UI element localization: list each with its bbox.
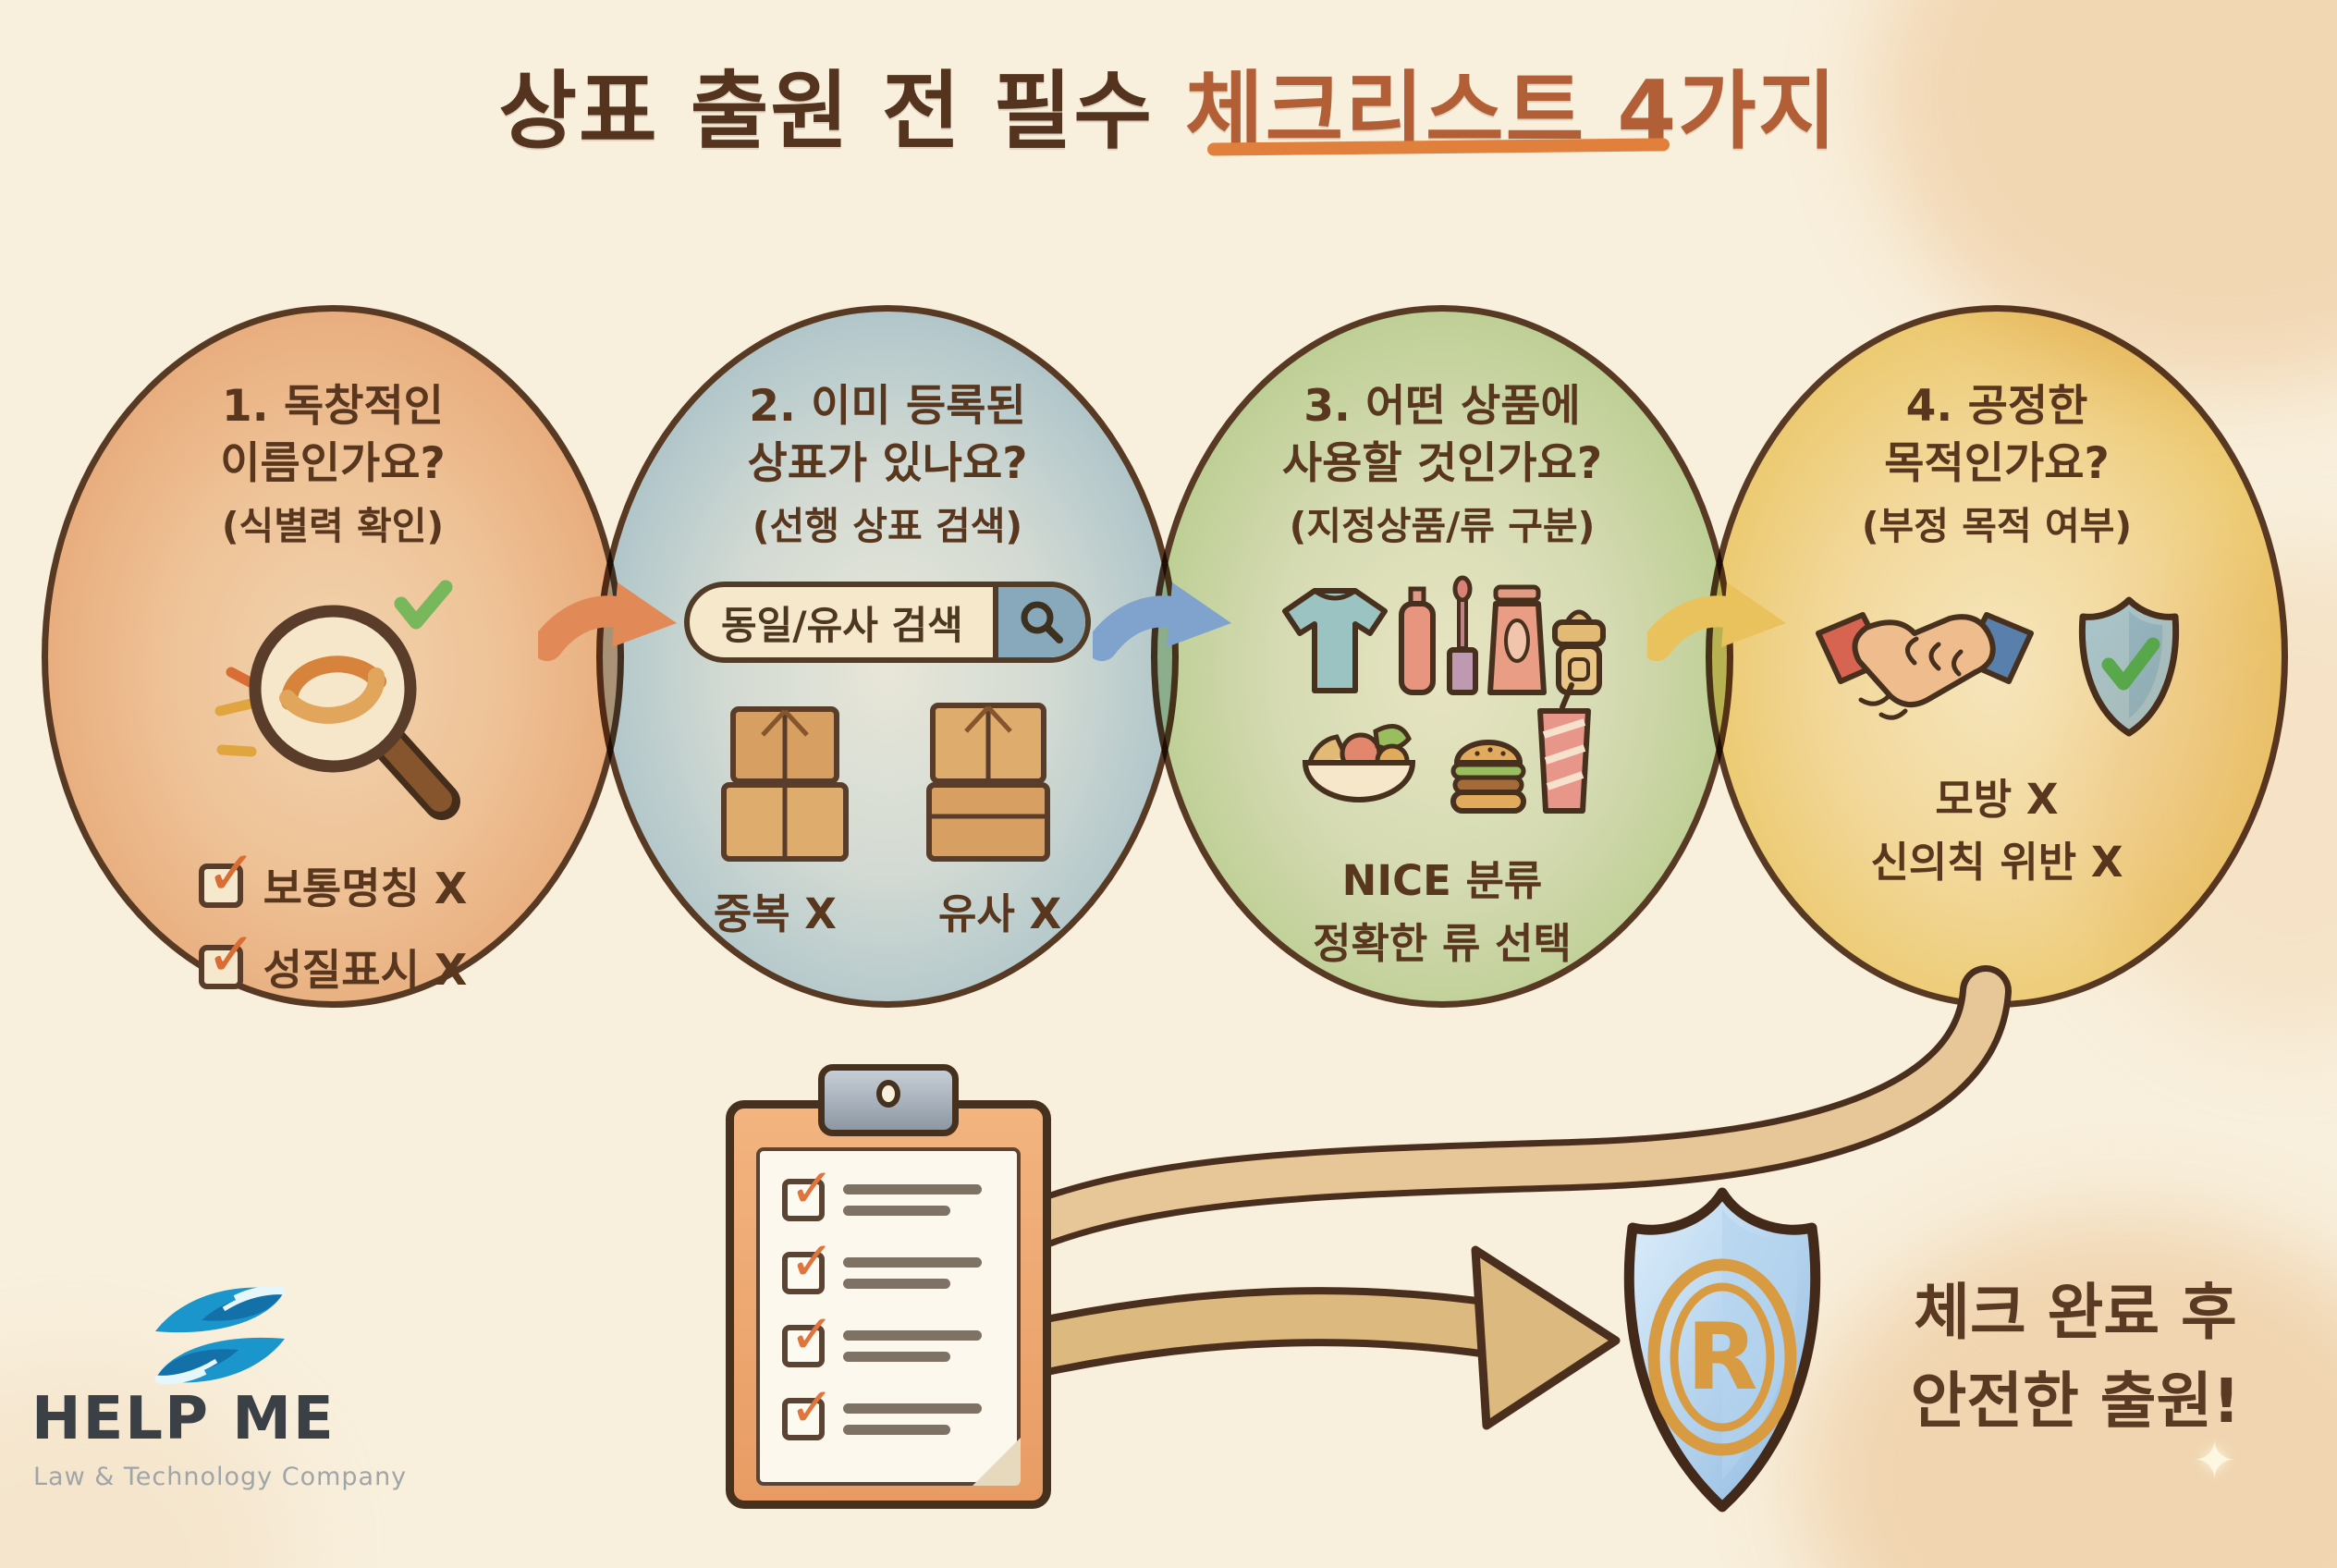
checkbox-icon: ✓ — [198, 919, 257, 990]
trademark-search-bar: 동일/유사 검색 — [684, 582, 1091, 664]
search-button — [993, 587, 1085, 658]
step-1-heading: 1. 독창적인 이름인가요? — [220, 378, 445, 493]
step-1-check-item: ✓ 보통명칭 X — [198, 838, 468, 916]
checkbox-icon: ✓ — [782, 1376, 835, 1440]
tshirt-icon — [1282, 588, 1388, 694]
step-4-subheading: (부정 목적 여부) — [1861, 504, 2133, 549]
check-icon: ✓ — [205, 919, 257, 991]
checkbox-icon: ✓ — [198, 838, 257, 909]
step-4-heading-line2: 목적인가요? — [1884, 438, 2110, 490]
step-1-item-label: 보통명칭 X — [263, 864, 468, 914]
step-3-heading: 3. 어떤 상품에 사용할 것인가요? — [1282, 378, 1602, 493]
checklist-clipboard: ✓ ✓ ✓ ✓ — [726, 1064, 1051, 1509]
step-1-check-item: ✓ 성질표시 X — [198, 919, 468, 998]
arrow-step1-to-step2-icon — [538, 582, 677, 661]
goods-illustration — [1282, 575, 1606, 815]
checkbox-icon: ✓ — [782, 1157, 835, 1221]
clipboard-row: ✓ — [782, 1157, 1017, 1221]
checkbox-icon: ✓ — [782, 1303, 835, 1367]
checkbox-icon: ✓ — [782, 1230, 835, 1294]
brand-name: HELP ME — [31, 1385, 336, 1453]
check-icon: ✓ — [789, 1376, 835, 1439]
drink-cup-icon — [1537, 682, 1591, 815]
step-1-item-label: 성질표시 X — [263, 945, 468, 996]
step-1-subheading: (식별력 확인) — [221, 504, 445, 549]
search-icon — [1021, 601, 1063, 644]
step-2-item-label: 유사 X — [938, 889, 1062, 939]
step-4-item-label: 모방 X — [1935, 775, 2059, 825]
magnifier-trademark-icon — [214, 580, 460, 821]
cosmetic-bottle-icon — [1399, 586, 1436, 696]
sparkle-icon: ✦ — [2193, 1431, 2236, 1491]
clipboard-paper: ✓ ✓ ✓ ✓ — [756, 1147, 1021, 1486]
step-2-heading: 2. 이미 등록된 상표가 있나요? — [747, 378, 1027, 493]
step-3-subheading: (지정상품/류 구분) — [1289, 504, 1596, 549]
step-2-ellipse: 2. 이미 등록된 상표가 있나요? (선행 상표 검색) 동일/유사 검색 — [596, 305, 1179, 1008]
cream-jar-icon — [1552, 609, 1606, 696]
step-1-ellipse: 1. 독창적인 이름인가요? (식별력 확인) ✓ 보통명칭 X — [42, 305, 624, 1008]
helpme-logo-icon — [154, 1286, 286, 1384]
step-1-checklist: ✓ 보통명칭 X ✓ 성질표시 X — [198, 838, 468, 998]
page-title: 상표 출원 전 필수 체크리스트 4가지 — [0, 43, 2337, 165]
step-2-heading-line1: 2. 이미 등록된 — [749, 381, 1026, 432]
arrow-step2-to-step3-icon — [1093, 582, 1231, 661]
check-icon: ✓ — [789, 1230, 835, 1292]
step-2-heading-line2: 상표가 있나요? — [747, 438, 1028, 490]
clipboard-clip — [818, 1064, 959, 1136]
fairness-illustration — [1809, 593, 2184, 741]
step-4-item-label: 신의칙 위반 X — [1870, 837, 2123, 887]
shield-check-icon — [2078, 596, 2180, 737]
step-4-heading: 4. 공정한 목적인가요? — [1884, 378, 2109, 493]
step-3-heading-line1: 3. 어떤 상품에 — [1303, 381, 1581, 432]
step-1-heading-line2: 이름인가요? — [220, 438, 446, 490]
cream-tube-icon — [1487, 584, 1547, 696]
burger-icon — [1450, 740, 1526, 815]
handshake-icon — [1816, 612, 2034, 720]
clipboard-row: ✓ — [782, 1303, 1017, 1367]
check-icon: ✓ — [789, 1157, 835, 1219]
registered-mark-letter: R — [1686, 1303, 1757, 1411]
food-bowl-icon — [1302, 724, 1416, 803]
search-input: 동일/유사 검색 — [721, 602, 963, 648]
page-title-prefix: 상표 출원 전 필수 — [498, 62, 1186, 161]
boxes-illustration — [716, 700, 1058, 866]
registered-trademark-shield-icon: R — [1623, 1187, 1821, 1513]
clipboard-row: ✓ — [782, 1230, 1017, 1294]
stacked-boxes-icon — [926, 703, 1050, 863]
step-2-labels: 중복 X 유사 X — [714, 883, 1061, 946]
arrow-step3-to-step4-icon — [1647, 582, 1786, 661]
check-icon: ✓ — [789, 1303, 835, 1366]
step-2-subheading: (선행 상표 검색) — [752, 504, 1023, 549]
step-3-ellipse: 3. 어떤 상품에 사용할 것인가요? (지정상품/류 구분) — [1151, 305, 1733, 1008]
step-3-heading-line2: 사용할 것인가요? — [1281, 438, 1603, 490]
clip-hole — [876, 1080, 900, 1108]
step-1-heading-line1: 1. 독창적인 — [222, 381, 444, 432]
result-line1: 체크 완료 후 — [1914, 1277, 2237, 1348]
paper-fold-corner — [973, 1438, 1021, 1486]
step-4-heading-line1: 4. 공정한 — [1905, 381, 2088, 432]
brand-tagline: Law & Technology Company — [33, 1463, 408, 1491]
clipboard-row: ✓ — [782, 1376, 1017, 1440]
step-3-item-label: NICE 분류 — [1341, 856, 1543, 906]
result-message: 체크 완료 후 안전한 출원! — [1849, 1268, 2302, 1445]
lipgloss-icon — [1447, 575, 1478, 696]
step-2-item-label: 중복 X — [713, 889, 837, 939]
check-icon: ✓ — [205, 838, 257, 910]
step-3-item-label: 정확한 류 선택 — [1313, 918, 1572, 968]
stacked-boxes-icon — [721, 706, 849, 863]
